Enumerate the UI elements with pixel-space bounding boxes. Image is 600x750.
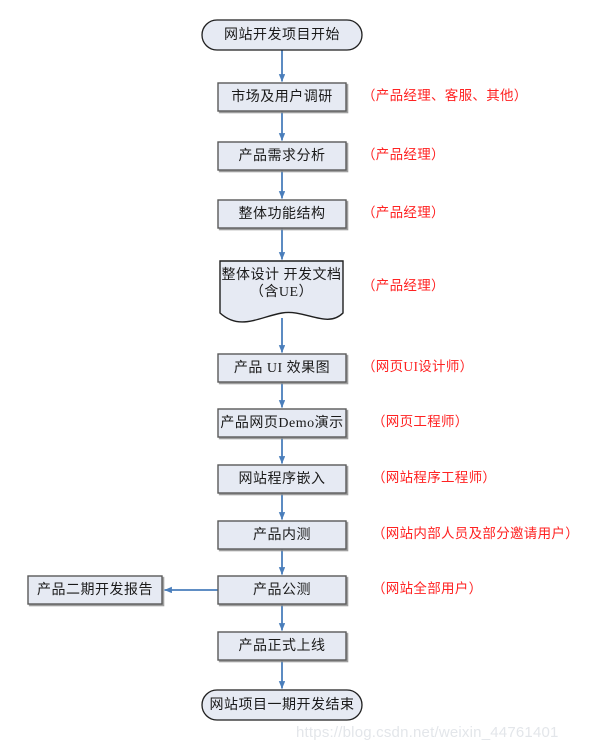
- node-overall-function-structure-shape[interactable]: [217, 199, 347, 229]
- node-ui-mockup-shape[interactable]: [217, 353, 347, 383]
- annotation-requirement-analysis: （产品经理）: [362, 147, 445, 162]
- node-beta-test-shape[interactable]: [217, 575, 347, 605]
- node-alpha-test-shape[interactable]: [217, 520, 347, 550]
- node-start-shape[interactable]: [201, 19, 363, 51]
- watermark-text: https://blog.csdn.net/weixin_44761401: [296, 724, 559, 741]
- node-end-shape[interactable]: [201, 689, 363, 721]
- annotation-market-research: （产品经理、客服、其他）: [362, 88, 528, 103]
- node-program-embed-shape[interactable]: [217, 464, 347, 494]
- node-market-research-shape[interactable]: [217, 82, 347, 112]
- annotation-program-embed: （网站程序工程师）: [372, 470, 497, 485]
- annotation-web-demo: （网页工程师）: [372, 414, 469, 429]
- node-official-launch-shape[interactable]: [217, 631, 347, 661]
- node-web-demo-shape[interactable]: [217, 408, 347, 438]
- node-requirement-analysis-shape[interactable]: [217, 141, 347, 171]
- node-design-doc-shape[interactable]: [219, 260, 344, 323]
- annotation-design-doc: （产品经理）: [362, 278, 445, 293]
- annotation-beta-test: （网站全部用户）: [372, 581, 483, 596]
- edges-layer: [164, 50, 286, 689]
- annotation-overall-function-structure: （产品经理）: [362, 205, 445, 220]
- annotation-alpha-test: （网站内部人员及部分邀请用户）: [372, 526, 579, 541]
- nodes-layer: [27, 19, 363, 721]
- annotation-ui-mockup: （网页UI设计师）: [362, 359, 474, 374]
- node-phase2-report-shape[interactable]: [27, 575, 163, 605]
